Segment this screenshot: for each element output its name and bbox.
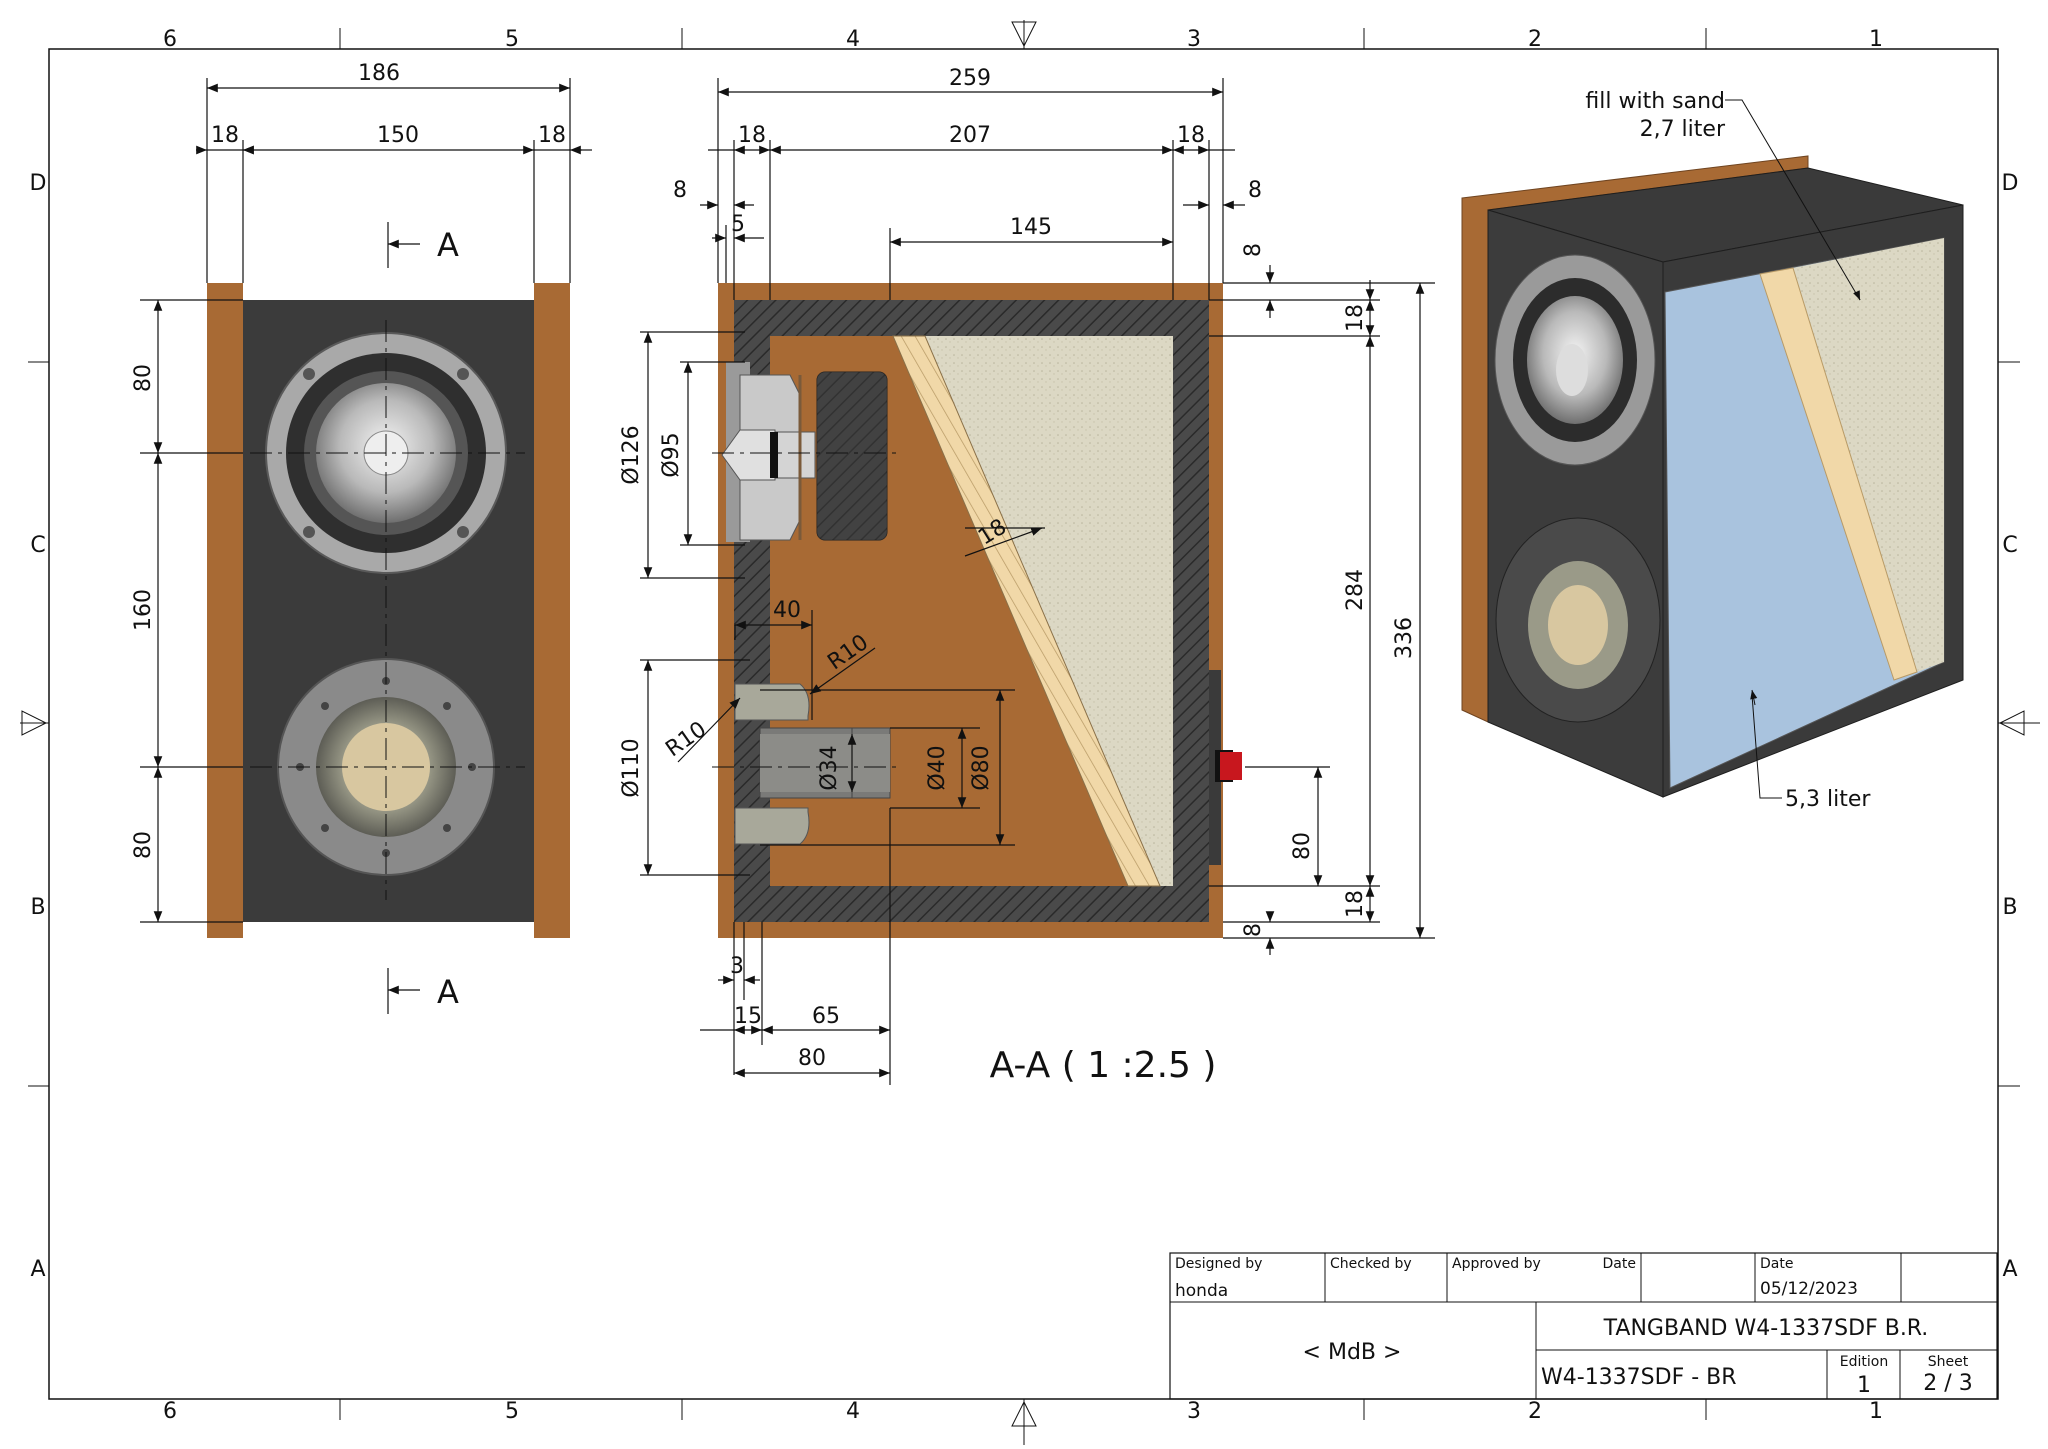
designed-by-label: Designed by	[1175, 1256, 1262, 1272]
dim-flange: 5	[731, 212, 745, 237]
zone-row-c-right: C	[2002, 533, 2017, 558]
iso-divider	[1759, 267, 1918, 681]
zone-row-d-right: D	[2002, 171, 2019, 196]
dim-left-panel: 18	[211, 123, 239, 148]
sand-chamber	[925, 336, 1173, 886]
dim-port-start: 15	[734, 1004, 762, 1029]
dim-bottom-panel: 18	[1343, 890, 1368, 918]
company-name: < MdB >	[1303, 1340, 1402, 1365]
zone-col-2-top: 2	[1528, 27, 1542, 52]
dim-back-panel: 18	[1177, 123, 1205, 148]
dim-top-panel: 18	[1343, 304, 1368, 332]
dim-port-inner-dia: Ø34	[817, 745, 842, 790]
zone-col-6-top: 6	[163, 27, 177, 52]
drawing-number: W4-1337SDF - BR	[1541, 1365, 1737, 1390]
dim-baffle-cut-dia: Ø126	[619, 425, 644, 484]
checked-by-label: Checked by	[1330, 1256, 1412, 1272]
zone-col-1-top: 1	[1869, 27, 1883, 52]
slanted-divider	[892, 335, 1161, 887]
sheet-label: Sheet	[1928, 1354, 1969, 1370]
dim-port-outer-dia: Ø40	[925, 745, 950, 790]
zone-row-b-left: B	[30, 895, 45, 920]
sand-fill-label: fill with sand	[1585, 89, 1725, 114]
front-right-panel	[534, 283, 570, 938]
front-left-panel	[207, 283, 243, 938]
zone-row-c-left: C	[30, 533, 45, 558]
zone-col-4-top: 4	[846, 27, 860, 52]
zone-row-a-right: A	[2002, 1257, 2017, 1282]
edition-value: 1	[1857, 1373, 1871, 1398]
zone-col-1-bottom: 1	[1869, 1399, 1883, 1424]
dim-top-offset: 8	[1241, 243, 1266, 257]
zone-row-a-left: A	[30, 1257, 45, 1282]
designed-by-value: honda	[1175, 1281, 1228, 1301]
zone-col-3-bottom: 3	[1187, 1399, 1201, 1424]
dim-radius-inner: R10	[661, 717, 711, 762]
dim-inner-width: 150	[377, 123, 419, 148]
zone-col-6-bottom: 6	[163, 1399, 177, 1424]
dim-overall-width: 186	[358, 61, 400, 86]
zone-col-2-bottom: 2	[1528, 1399, 1542, 1424]
speaker-terminal	[1209, 670, 1242, 865]
air-volume-label: 5,3 liter	[1785, 787, 1871, 812]
zone-row-b-right: B	[2002, 895, 2017, 920]
zone-col-4-bottom: 4	[846, 1399, 860, 1424]
dim-tweeter-to-woofer: 160	[131, 589, 156, 631]
zone-row-d-left: D	[30, 171, 47, 196]
dim-overall-height: 336	[1392, 617, 1417, 659]
edition-label: Edition	[1840, 1354, 1888, 1370]
dim-terminal-height: 80	[1290, 832, 1315, 860]
section-title: A-A ( 1 :2.5 )	[990, 1045, 1217, 1086]
approval-date-label: Date	[1603, 1256, 1636, 1272]
isometric-view: fill with sand 2,7 liter 5,3 liter	[1461, 89, 1964, 812]
sand-volume-label: 2,7 liter	[1640, 117, 1726, 142]
zone-col-3-top: 3	[1187, 27, 1201, 52]
section-marker-bottom: A	[437, 973, 459, 1011]
sheet-value: 2 / 3	[1923, 1371, 1972, 1396]
front-view: 186 18 150 18 80 160 80 A A	[131, 61, 592, 1014]
zone-col-5-bottom: 5	[505, 1399, 519, 1424]
dim-overall-depth: 259	[949, 66, 991, 91]
dim-port-total: 80	[798, 1046, 826, 1071]
dim-right-panel: 18	[538, 123, 566, 148]
tweeter-section	[721, 362, 888, 542]
dim-port-recess: 40	[773, 598, 801, 623]
dim-port-flange-dia: Ø80	[969, 745, 994, 790]
iso-sand-area	[1793, 238, 1944, 672]
dim-port-length: 65	[812, 1004, 840, 1029]
drawing-border: 6 5 4 3 2 1 6 5 4 3 2 1 D C B A D C B A	[20, 20, 2040, 1445]
dim-recess: 3	[730, 954, 744, 979]
date-value: 05/12/2023	[1760, 1279, 1858, 1299]
dim-driver-dia: Ø95	[659, 432, 684, 477]
date-label: Date	[1760, 1256, 1793, 1272]
dim-top-to-tweeter: 80	[131, 364, 156, 392]
title-block: Designed by honda Checked by Approved by…	[1169, 1252, 1998, 1400]
zone-col-5-top: 5	[505, 27, 519, 52]
port-section	[734, 683, 891, 845]
dim-sand-width: 145	[1010, 215, 1052, 240]
dim-inner-depth: 207	[949, 123, 991, 148]
bass-reflex-port	[277, 658, 495, 876]
dim-port-flare-dia: Ø110	[619, 738, 644, 797]
dim-woofer-to-bottom: 80	[131, 831, 156, 859]
iso-port	[1495, 517, 1661, 723]
dim-front-offset: 8	[673, 178, 687, 203]
approved-by-label: Approved by	[1452, 1256, 1541, 1272]
section-marker-top: A	[437, 226, 459, 264]
iso-tweeter	[1494, 254, 1656, 466]
section-view: 259 18 207 18 8 8 5 145 8 18 284 336 18 …	[619, 66, 1435, 1086]
dim-bottom-offset: 8	[1241, 923, 1266, 937]
dim-back-offset: 8	[1248, 178, 1262, 203]
dim-front-panel: 18	[738, 123, 766, 148]
drawing-title: TANGBAND W4-1337SDF B.R.	[1603, 1316, 1929, 1341]
dim-inner-height: 284	[1343, 569, 1368, 611]
